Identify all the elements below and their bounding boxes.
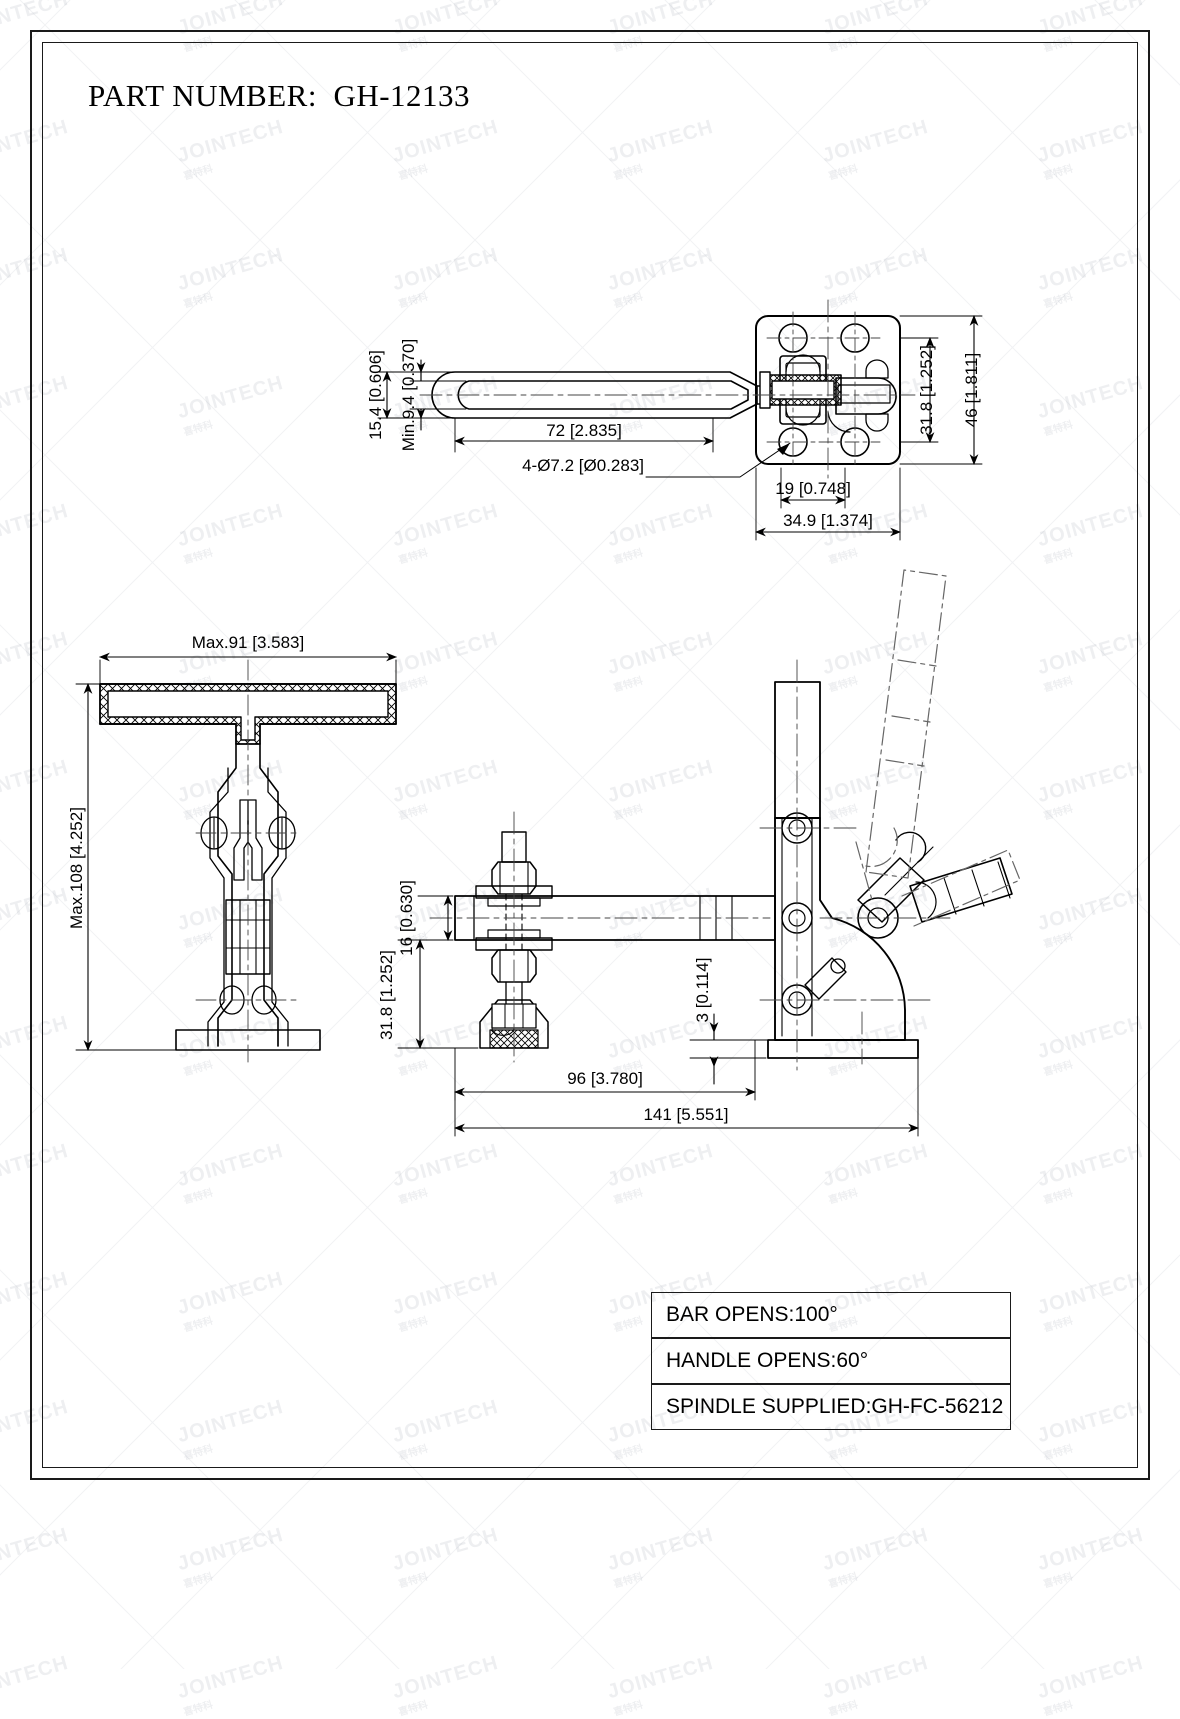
dim-96: 96 [3.780]	[567, 1069, 643, 1088]
side-view-dimension-lines	[75, 652, 398, 1052]
dim-31-8-front: 31.8 [1.252]	[377, 950, 396, 1040]
note-spindle: SPINDLE SUPPLIED:GH-FC-56212	[651, 1384, 1011, 1430]
note-bar-opens-label: BAR OPENS:100°	[666, 1303, 838, 1326]
dim-15-4: 15.4 [0.606]	[366, 350, 385, 440]
note-handle-opens-label: HANDLE OPENS:60°	[666, 1349, 869, 1372]
technical-drawing: 15.4 [0.606] Min.9.4 [0.370] 72 [2.835] …	[67, 299, 1021, 1137]
page-title: PART NUMBER: GH-12133	[88, 78, 471, 113]
dim-72: 72 [2.835]	[546, 421, 622, 440]
top-view-dimension-lines	[377, 314, 983, 541]
sheet-border-outer	[30, 30, 1150, 1480]
note-spindle-label: SPINDLE SUPPLIED:GH-FC-56212	[666, 1395, 1004, 1418]
sheet-border-inner	[42, 42, 1138, 1468]
side-view-geometry	[99, 659, 397, 1063]
front-view-geometry	[429, 569, 1021, 1071]
watermark-grid	[0, 0, 1180, 1669]
dim-46: 46 [1.811]	[962, 353, 981, 427]
dim-16: 16 [0.630]	[397, 880, 416, 956]
dim-3: 3 [0.114]	[693, 958, 712, 1023]
dim-19: 19 [0.748]	[775, 479, 851, 498]
dim-min-9-4: Min.9.4 [0.370]	[399, 339, 418, 451]
top-view-geometry	[419, 299, 916, 479]
dim-max-108: Max.108 [4.252]	[67, 807, 86, 929]
dim-4-holes: 4-Ø7.2 [Ø0.283]	[522, 456, 644, 475]
dim-34-9: 34.9 [1.374]	[783, 511, 873, 530]
front-view-dimension-lines	[397, 894, 920, 1137]
dim-31-8-top: 31.8 [1.252]	[917, 345, 936, 435]
dim-141: 141 [5.551]	[643, 1105, 728, 1124]
dim-max-91: Max.91 [3.583]	[192, 633, 304, 652]
note-bar-opens: BAR OPENS:100°	[651, 1292, 1011, 1338]
note-handle-opens: HANDLE OPENS:60°	[651, 1338, 1011, 1384]
